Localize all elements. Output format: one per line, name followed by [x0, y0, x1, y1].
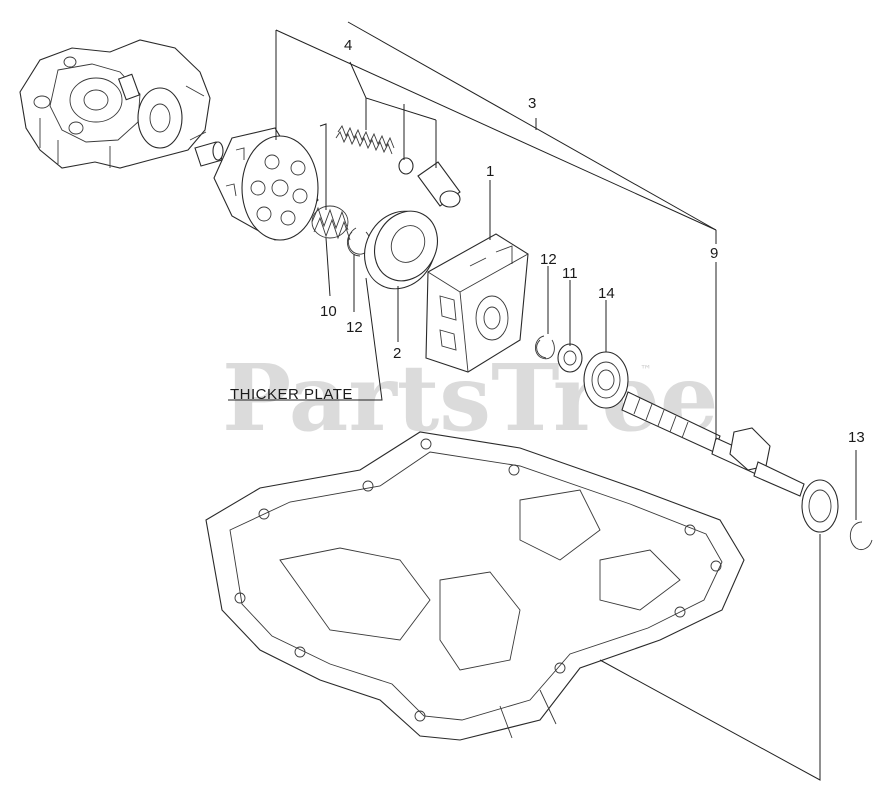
center-section: [425, 233, 529, 373]
callout-11: 11: [562, 265, 578, 282]
callout-2: 2: [393, 345, 401, 362]
callout-14: 14: [598, 285, 615, 302]
callout-3: 3: [528, 95, 536, 112]
snap-ring-13: [849, 521, 873, 551]
check-ball: [398, 157, 414, 175]
callout-1: 1: [486, 163, 494, 180]
lower-housing: [205, 431, 745, 741]
check-spring: [335, 125, 395, 155]
bearing-upper: [583, 351, 629, 409]
watermark-trademark: ™: [640, 363, 652, 377]
bearing-lower: [801, 479, 839, 533]
bushing: [194, 141, 224, 167]
callout-9: 9: [710, 245, 718, 262]
block-spring: [311, 205, 351, 241]
thrust-plate: [364, 210, 438, 290]
cylinder-block: [213, 127, 319, 241]
leader-lines: [228, 21, 857, 781]
callout-13: 13: [848, 429, 865, 446]
check-plug: [417, 161, 461, 208]
callout-labels: 4 3 1 9 12 11 14 10 12 2 13 THICKER PLAT…: [230, 37, 865, 446]
thicker-plate-note: THICKER PLATE: [230, 386, 353, 403]
input-shaft: [621, 391, 805, 497]
snap-ring-right: [535, 335, 555, 360]
callout-12-left: 12: [346, 319, 363, 336]
callout-10: 10: [320, 303, 337, 320]
pump-housing: [19, 39, 211, 169]
callout-4: 4: [344, 37, 352, 54]
washer: [557, 343, 583, 373]
callout-12-right: 12: [540, 251, 557, 268]
